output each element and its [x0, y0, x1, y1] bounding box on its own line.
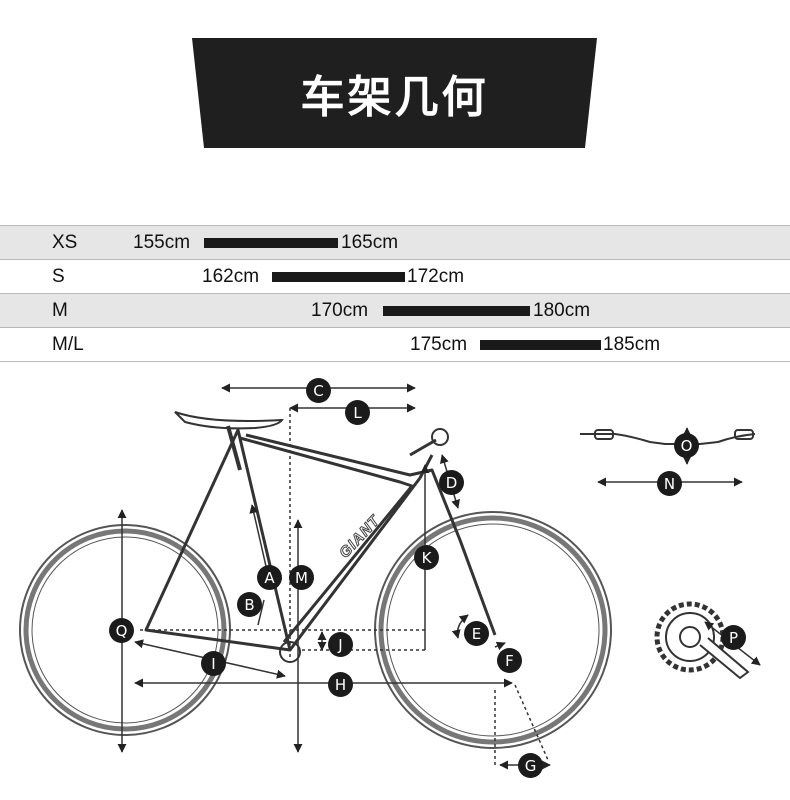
height-max: 172cm [407, 266, 465, 287]
size-label: S [52, 266, 65, 287]
page-title: 车架几何 [300, 72, 489, 123]
size-row-m: M 170cm 180cm [0, 293, 790, 327]
marker-j: J [328, 632, 353, 657]
height-max: 185cm [603, 334, 661, 355]
bike-drawing [19, 383, 761, 770]
marker-m: M [289, 565, 314, 590]
marker-n: N [657, 471, 682, 496]
marker-b: B [237, 592, 262, 617]
marker-f: F [497, 648, 522, 673]
marker-d: D [439, 470, 464, 495]
size-label: XS [52, 232, 78, 253]
title-banner: 车架几何 [192, 38, 597, 148]
size-label: M [52, 300, 68, 321]
marker-c: C [306, 378, 331, 403]
marker-e: E [464, 621, 489, 646]
marker-g: G [518, 753, 543, 778]
marker-q: Q [109, 618, 134, 643]
height-range-bar [204, 238, 338, 248]
marker-p: P [721, 625, 746, 650]
size-row-xs: XS 155cm 165cm [0, 225, 790, 259]
saddle [174, 411, 284, 471]
marker-k: K [414, 545, 439, 570]
marker-o: O [674, 433, 699, 458]
height-range-bar [383, 306, 530, 316]
height-min: 170cm [311, 300, 369, 321]
size-range-table: XS 155cm 165cm S 162cm 172cm M 170cm 180… [0, 225, 790, 362]
marker-i: I [201, 651, 226, 676]
size-label: M/L [52, 334, 84, 355]
stem [409, 428, 449, 457]
height-range-bar [272, 272, 405, 282]
height-range-bar [480, 340, 601, 350]
size-row-ml: M/L 175cm 185cm [0, 327, 790, 362]
height-min: 162cm [202, 266, 260, 287]
size-row-s: S 162cm 172cm [0, 259, 790, 293]
banner-shape [192, 38, 597, 148]
marker-h: H [328, 672, 353, 697]
marker-a: A [257, 565, 282, 590]
height-min: 155cm [133, 232, 191, 253]
geometry-diagram: GIANT C L D K A M B Q J E F I H G O N P [0, 360, 790, 800]
marker-l: L [345, 400, 370, 425]
height-max: 165cm [341, 232, 399, 253]
bike-frame [144, 428, 497, 652]
height-min: 175cm [410, 334, 468, 355]
height-max: 180cm [533, 300, 591, 321]
